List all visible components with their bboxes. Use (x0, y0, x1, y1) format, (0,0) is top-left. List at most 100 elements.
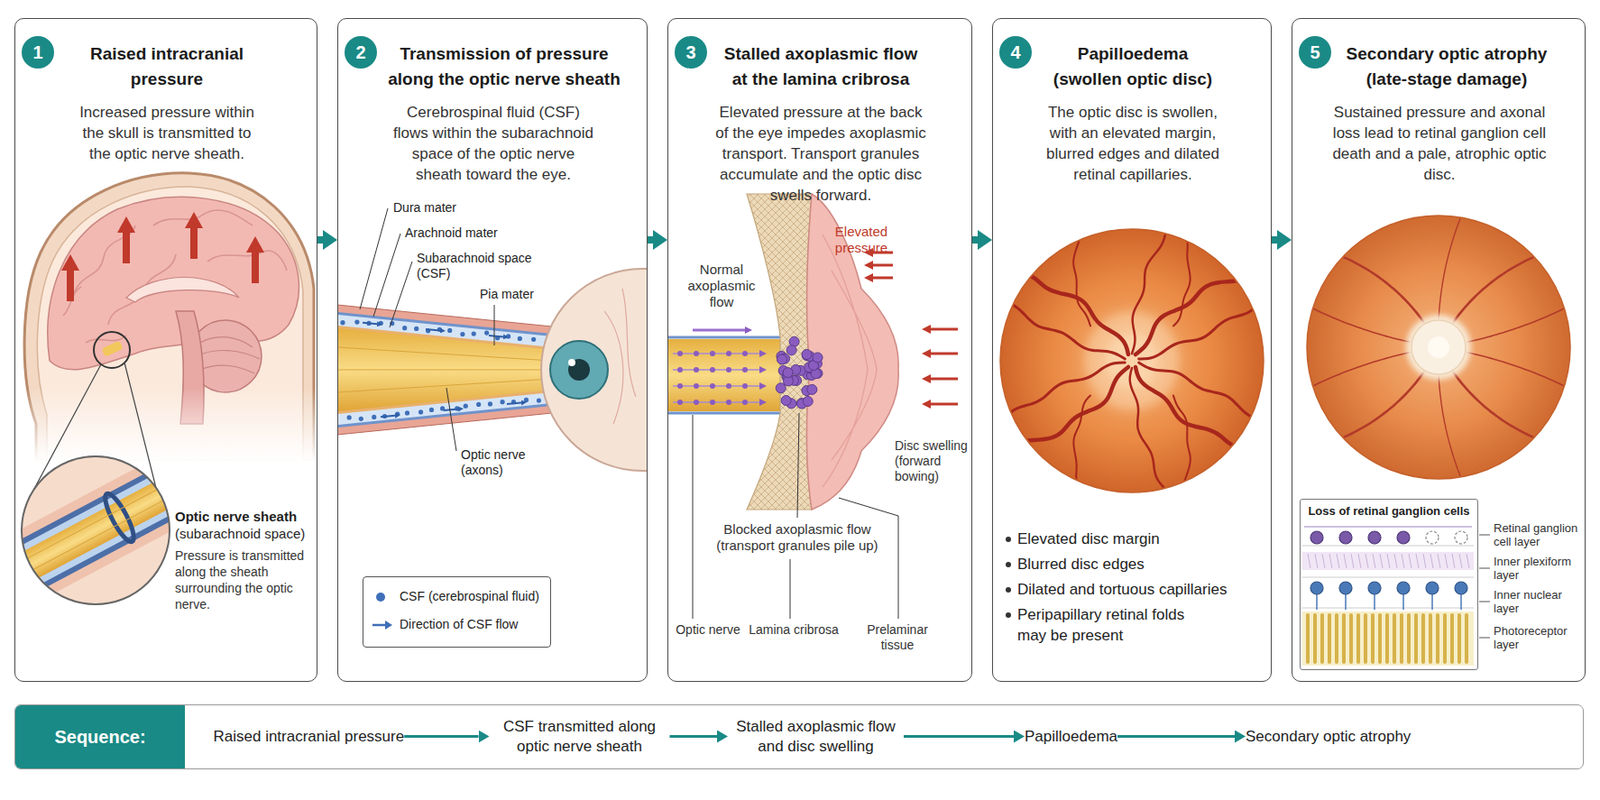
csf-particles (380, 415, 396, 418)
axoplasmic-flow (742, 350, 748, 357)
lamina-illustration (930, 377, 958, 381)
lamina-illustration (873, 252, 958, 405)
flow-arrow (972, 236, 978, 244)
legend-text: CSF (cerebrospinal fluid) (399, 588, 540, 605)
retina-layers (1401, 553, 1405, 569)
retina-layers (1464, 615, 1469, 663)
optic-nerve-illustration (359, 208, 495, 451)
retinal-vessel (1001, 224, 1264, 497)
retinal-vessel (1130, 367, 1168, 492)
bullet-text: Elevated disc margin (1017, 528, 1263, 550)
panel-description: Increased pressure within the skull is t… (72, 101, 262, 165)
axoplasmic-flow (742, 399, 748, 405)
axoplasmic-flow (693, 399, 699, 405)
csf-particles (471, 331, 477, 336)
retina-layers (1322, 553, 1325, 569)
retina-layers (1466, 553, 1470, 569)
bullet-text: Blurred disc edges (1017, 553, 1263, 575)
panel-heading: Transmission of pressure along the optic… (385, 41, 625, 92)
lamina-illustration (692, 329, 745, 332)
retinal-vessel (1001, 362, 1125, 423)
lamina-illustration (930, 328, 958, 332)
panel-heading: Papilloedema (swollen optic disc) (1045, 41, 1222, 92)
part-label: Optic nerve (671, 622, 745, 638)
retina-layers (1339, 531, 1352, 544)
retina-layers (1423, 553, 1426, 569)
connector-layer (317, 239, 1278, 737)
sequence-step-text: Papilloedema (1024, 726, 1118, 747)
sequence-step-text: Secondary optic atrophy (1245, 726, 1411, 747)
retina-layers (1425, 531, 1439, 544)
optic-nerve-illustration (338, 304, 552, 435)
flow-arrow (670, 735, 718, 738)
transport-granules (807, 384, 818, 395)
lamina-illustration (692, 413, 899, 619)
swollen-fundus (1001, 224, 1264, 497)
lamina-illustration (746, 193, 812, 510)
part-label: Normal axoplasmic flow (678, 261, 765, 311)
inset-box: Loss of retinal ganglion cells (1299, 498, 1479, 671)
atrophic-fundus (1411, 320, 1466, 375)
head-illustration (47, 196, 300, 369)
transport-granules (775, 383, 786, 394)
head-illustration (200, 365, 255, 374)
optic-nerve-illustration (604, 288, 636, 424)
retina-layers (1437, 553, 1441, 569)
panel-heading: Secondary optic atrophy (late-stage dama… (1341, 41, 1554, 92)
csf-particles (418, 409, 423, 414)
retinal-vessel (1073, 225, 1091, 327)
flow-arrow-sample (385, 620, 393, 630)
swollen-fundus (1005, 561, 1012, 568)
retinal-vessel (1173, 395, 1191, 497)
retina-layers (1363, 615, 1368, 663)
step-number-badge (674, 36, 708, 69)
retinal-vessel (1006, 367, 1129, 451)
csf-particles (340, 319, 542, 421)
retina-layers (1416, 553, 1419, 569)
legend-box: CSF (cerebrospinal fluid) Direction of CS… (362, 576, 552, 648)
lamina-illustration (873, 264, 893, 267)
retina-layers (1387, 553, 1390, 569)
transport-granules (801, 349, 812, 359)
atrophic-fundus (1301, 213, 1576, 480)
swollen-fundus (1005, 536, 1012, 543)
atrophic-fundus (1406, 314, 1472, 380)
optic-nerve-illustration (338, 208, 647, 471)
retina-layers (1397, 581, 1410, 595)
csf-particles (354, 319, 359, 324)
part-label: Arachnoid mater (404, 225, 523, 241)
head-illustration (72, 225, 136, 298)
step-number: 2 (344, 36, 378, 69)
csf-particles (429, 407, 434, 413)
part-label: Pia mater (479, 286, 571, 303)
sequence-heading: Sequence: (15, 705, 185, 769)
atrophic-fundus (1306, 215, 1571, 479)
retina-layers (1372, 553, 1376, 569)
retina-layers (1430, 553, 1434, 569)
legend-text: Direction of CSF flow (399, 616, 518, 633)
retina-layers (1428, 615, 1433, 663)
retina-layers (1304, 525, 1472, 527)
retinal-vessel (1073, 395, 1091, 497)
flow-arrow (317, 236, 323, 244)
swollen-fundus (1000, 224, 1264, 618)
head-illustration (196, 337, 260, 374)
retina-layers (1394, 553, 1398, 569)
retina-layers (1351, 553, 1354, 569)
panel-description: Elevated pressure at the back of the eye… (713, 101, 929, 206)
csf-particles (506, 403, 522, 405)
retinal-vessel (1173, 224, 1191, 326)
sequence-step: CSF transmitted along optic nerve sheath (489, 717, 671, 757)
csf-particles (371, 414, 377, 420)
panel-heading: Stalled axoplasmic flow at the lamina cr… (719, 41, 923, 92)
step-number-badge (999, 36, 1032, 69)
transport-granules (776, 354, 787, 365)
part-label: Inner plexiform layer (1493, 554, 1582, 582)
step-number: 1 (21, 36, 55, 69)
retina-layers (1320, 615, 1325, 663)
retina-layers (1421, 615, 1426, 663)
csf-particles (413, 326, 419, 332)
axoplasmic-flow (726, 367, 732, 373)
optic-nerve-illustration (338, 312, 552, 428)
lamina-illustration (822, 234, 877, 488)
